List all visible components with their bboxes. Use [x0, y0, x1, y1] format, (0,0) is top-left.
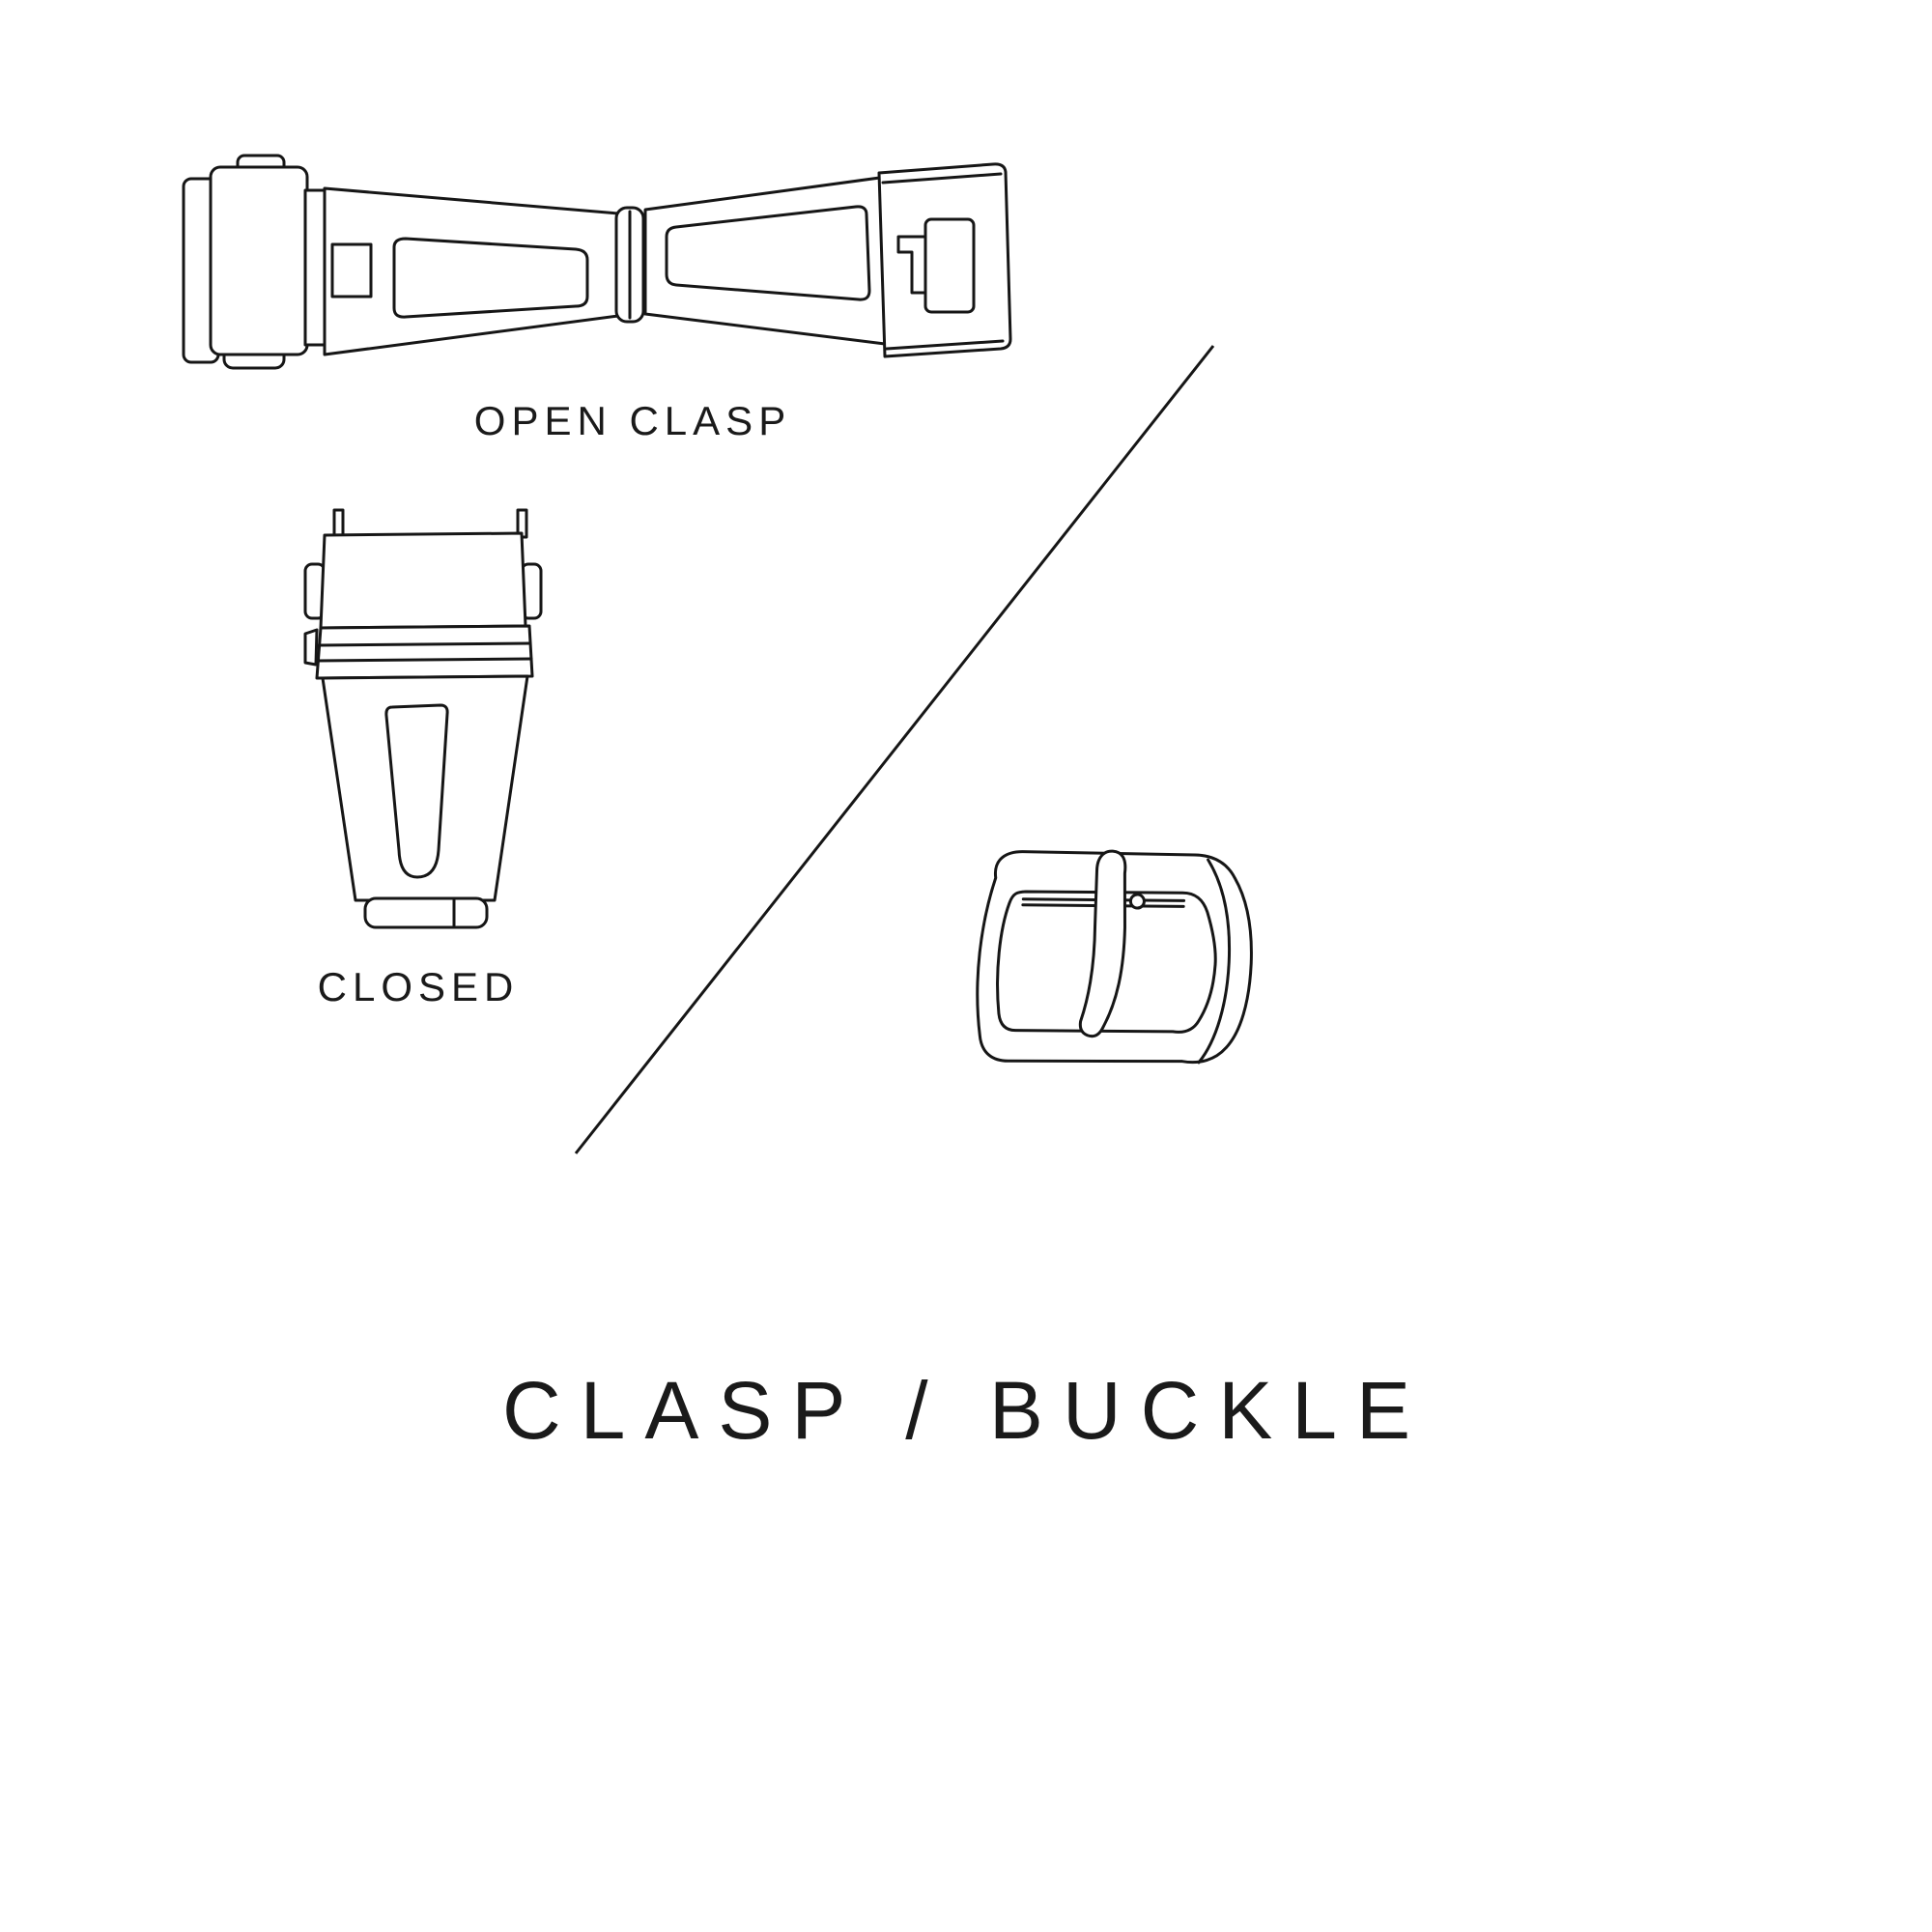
left-prong	[332, 508, 345, 539]
left-blade	[323, 186, 620, 356]
closed-clasp-illustration	[303, 508, 543, 929]
buckle-prong	[1078, 849, 1127, 1038]
band-line-2	[316, 657, 533, 663]
band-line-1	[317, 641, 532, 647]
end-cap-top-fold-line	[881, 172, 1003, 185]
page-title: CLASP / BUCKLE	[501, 1365, 1431, 1456]
open-clasp-drawing	[182, 154, 1012, 370]
clasp-band	[315, 624, 534, 680]
tang-buckle-illustration	[976, 849, 1253, 1065]
right-blade-cutout	[665, 205, 871, 301]
clasp-catch-hook	[896, 235, 927, 295]
clasp-body	[321, 674, 529, 902]
tang-buckle-drawing	[976, 849, 1253, 1065]
left-blade-notch	[330, 242, 373, 298]
prong-coil	[1128, 893, 1146, 910]
right-blade	[643, 175, 895, 347]
open-clasp-label: OPEN CLASP	[473, 398, 792, 443]
open-clasp-illustration	[182, 154, 1012, 370]
closed-clasp-label: CLOSED	[317, 964, 520, 1009]
closed-clasp-drawing	[303, 508, 543, 929]
endlink-block	[209, 165, 309, 356]
clasp-bottom-bar	[363, 896, 489, 929]
clasp-catch	[923, 217, 976, 314]
buckle-right-slab-line	[1197, 858, 1232, 1065]
clasp-body-slot	[384, 703, 449, 879]
clasp-top-box	[319, 531, 527, 630]
end-cap-bottom-fold-line	[885, 339, 1005, 351]
diagonal-divider-line	[574, 345, 1215, 1154]
left-blade-cutout	[392, 237, 589, 319]
left-band-tab	[303, 628, 319, 667]
endlink-connector	[303, 188, 327, 347]
